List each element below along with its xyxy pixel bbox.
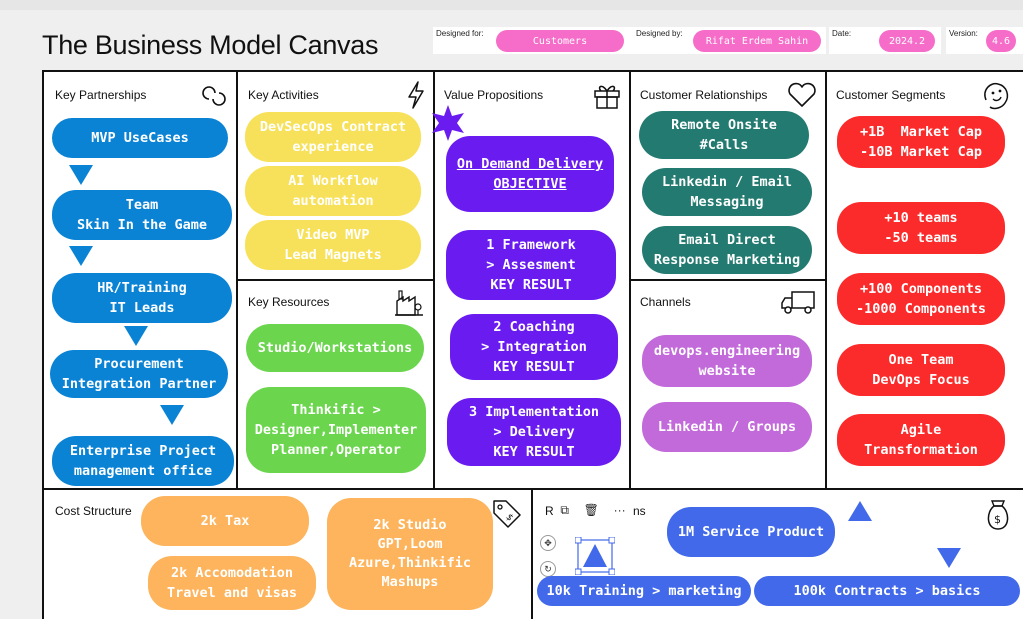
more-icon[interactable]: ··· (613, 503, 626, 517)
date-box: Date: 2024.2 (829, 27, 941, 54)
selected-triangle-shape[interactable] (575, 537, 615, 575)
page-title: The Business Model Canvas (42, 30, 379, 60)
key-activity-note[interactable]: AI Workflow automation (245, 166, 421, 216)
svg-text:$: $ (994, 513, 1001, 526)
down-arrow-icon (69, 165, 93, 185)
customer-segment-note[interactable]: +1B Market Cap -10B Market Cap (837, 116, 1005, 168)
divider (433, 70, 435, 489)
customer-relationship-note[interactable]: Linkedin / Email Messaging (642, 168, 812, 216)
version-value[interactable]: 4.6 (986, 30, 1016, 52)
revenue-streams-header-tail: ns (633, 504, 646, 518)
key-resources-header: Key Resources (248, 295, 330, 309)
key-activity-note[interactable]: Video MVP Lead Magnets (245, 220, 421, 270)
customer-segment-note[interactable]: Agile Transformation (837, 414, 1005, 466)
objective-note[interactable]: On Demand Delivery OBJECTIVE (446, 136, 614, 212)
designed-by-value[interactable]: Rifat Erdem Sahin (693, 30, 821, 52)
channel-note[interactable]: Linkedin / Groups (642, 402, 812, 452)
revenue-note[interactable]: 1M Service Product (667, 507, 835, 557)
key-partnership-note[interactable]: Team Skin In the Game (52, 190, 232, 240)
designed-by-box: Designed by: Rifat Erdem Sahin (633, 27, 826, 54)
face-icon (984, 82, 1009, 110)
value-propositions-header: Value Propositions (444, 88, 544, 102)
customer-relationships-header: Customer Relationships (640, 88, 768, 102)
selection-toolbar: ⧉ 🗑 ··· (553, 498, 633, 522)
designed-for-label: Designed for: (436, 29, 484, 38)
key-result-note[interactable]: 2 Coaching > Integration KEY RESULT (450, 314, 618, 380)
customer-segment-note[interactable]: +100 Components -1000 Components (837, 273, 1005, 325)
customer-relationship-note[interactable]: Remote Onsite #Calls (639, 111, 809, 159)
link-icon (202, 86, 226, 106)
date-label: Date: (832, 29, 852, 38)
down-arrow-icon (937, 548, 961, 568)
objective-line2: OBJECTIVE (493, 176, 567, 192)
channels-header: Channels (640, 295, 691, 309)
key-partnerships-header: Key Partnerships (55, 88, 147, 102)
customer-segment-note[interactable]: +10 teams -50 teams (837, 202, 1005, 254)
gift-icon (594, 85, 620, 109)
key-resource-note[interactable]: Thinkific > Designer,Implementer Planner… (246, 387, 426, 473)
divider (531, 488, 533, 619)
heart-icon (788, 82, 816, 107)
version-box: Version: 4.6 (946, 27, 1023, 54)
customer-relationship-note[interactable]: Email Direct Response Marketing (642, 226, 812, 274)
revenue-note[interactable]: 100k Contracts > basics (754, 576, 1020, 606)
key-partnership-note[interactable]: Enterprise Project management office (52, 436, 234, 486)
key-activity-note[interactable]: DevSecOps Contract experience (245, 112, 421, 162)
top-bar (0, 0, 1023, 10)
copy-icon[interactable]: ⧉ (560, 502, 569, 517)
svg-text:$: $ (503, 512, 514, 523)
key-activities-header: Key Activities (248, 88, 319, 102)
divider (236, 279, 434, 281)
money-bag-icon: $ (987, 500, 1009, 530)
divider (825, 70, 827, 489)
cost-structure-header: Cost Structure (55, 504, 132, 518)
key-resource-note[interactable]: Studio/Workstations (246, 324, 424, 372)
customer-segments-header: Customer Segments (836, 88, 946, 102)
designed-for-box: Designed for: Customers (433, 27, 633, 54)
version-label: Version: (949, 29, 978, 38)
down-arrow-icon (124, 326, 148, 346)
lightning-icon (408, 81, 424, 109)
down-arrow-icon (69, 246, 93, 266)
key-result-note[interactable]: 3 Implementation > Delivery KEY RESULT (447, 398, 621, 466)
down-arrow-icon (160, 405, 184, 425)
price-tag-icon: $ (493, 500, 521, 528)
key-result-note[interactable]: 1 Framework > Assesment KEY RESULT (446, 230, 616, 300)
revenue-streams-header: R (545, 504, 554, 518)
key-partnership-note[interactable]: MVP UseCases (52, 118, 228, 158)
cost-note[interactable]: 2k Studio GPT,Loom Azure,Thinkific Mashu… (327, 498, 493, 610)
move-handle-icon[interactable]: ✥ (540, 535, 556, 551)
truck-icon (781, 291, 815, 314)
revenue-note[interactable]: 10k Training > marketing (537, 576, 751, 606)
key-partnership-note[interactable]: HR/Training IT Leads (52, 273, 232, 323)
customer-segment-note[interactable]: One Team DevOps Focus (837, 344, 1005, 396)
cost-note[interactable]: 2k Tax (141, 496, 309, 546)
designed-for-value[interactable]: Customers (496, 30, 624, 52)
cost-note[interactable]: 2k Accomodation Travel and visas (148, 556, 316, 610)
key-partnership-note[interactable]: Procurement Integration Partner (50, 350, 228, 398)
objective-line1: On Demand Delivery (456, 156, 604, 172)
factory-icon (395, 290, 423, 316)
designed-by-label: Designed by: (636, 29, 683, 38)
channel-note[interactable]: devops.engineering website (642, 335, 812, 387)
trash-icon[interactable]: 🗑 (583, 503, 599, 517)
up-arrow-icon (848, 501, 872, 521)
date-value[interactable]: 2024.2 (879, 30, 935, 52)
divider (629, 279, 826, 281)
star-badge-icon (432, 105, 464, 141)
rotate-handle-icon[interactable]: ↻ (540, 561, 556, 577)
